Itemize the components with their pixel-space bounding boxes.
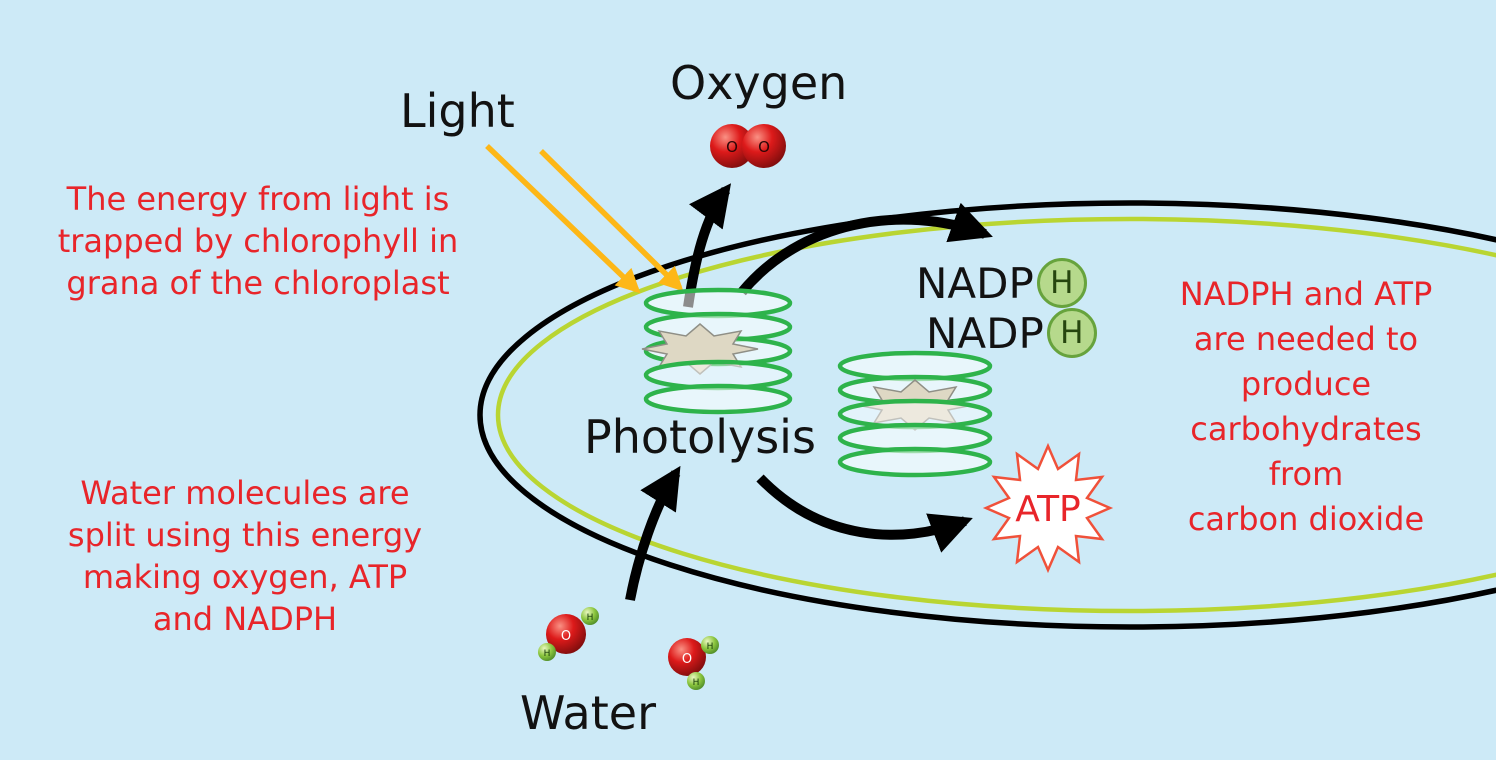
chloroplast-inner-membrane: [495, 216, 1496, 614]
water-molecule-2: O H H: [668, 636, 719, 690]
oxygen-atom-label: O: [726, 138, 738, 156]
photolysis-label: Photolysis: [584, 410, 816, 464]
granum-stack-right: [837, 350, 993, 478]
hydrogen-atom: [701, 636, 719, 654]
light-rays: [485, 144, 684, 294]
light-ray-arrow-2: [539, 149, 684, 292]
annotation-nadph-atp: NADPH and ATP are needed to produce carb…: [1179, 275, 1433, 538]
chloroplast-outer-membrane: [477, 200, 1496, 630]
atp-starburst: ATP: [982, 442, 1114, 574]
h-circle: H: [1046, 308, 1097, 358]
oxygen-atom: [546, 614, 586, 654]
hydrogen-atom-label: H: [693, 678, 700, 688]
oxygen-atom-label: O: [758, 138, 770, 156]
nadp-text: NADP: [916, 258, 1034, 308]
nadph-label-1: NADP H: [916, 258, 1087, 308]
nadp-text: NADP: [926, 308, 1044, 358]
atp-arrow: [756, 474, 973, 553]
water-label: Water: [520, 686, 656, 740]
oxygen-label: Oxygen: [670, 56, 848, 110]
atp-label: ATP: [1015, 489, 1081, 530]
oxygen-atom: [710, 124, 754, 168]
hydrogen-atom: [538, 643, 556, 661]
granum-stack-left: [641, 287, 793, 415]
hydrogen-atom-label: H: [707, 642, 714, 652]
oxygen-atom: [742, 124, 786, 168]
atp-star-shape: [982, 442, 1114, 574]
thylakoid-ring: [837, 446, 993, 478]
light-label: Light: [400, 84, 515, 138]
oxygen-atom-label: O: [561, 629, 571, 644]
annotation-water-split: Water molecules are split using this ene…: [67, 474, 423, 638]
nadph-arrow: [738, 202, 993, 296]
annotation-light-energy: The energy from light is trapped by chlo…: [57, 180, 459, 302]
thylakoid-ring: [643, 383, 793, 415]
nadph-label-2: NADP H: [926, 308, 1097, 358]
oxygen-atom: [668, 638, 706, 676]
water-molecule-1: O H H: [538, 607, 599, 661]
hydrogen-atom-label: H: [544, 649, 551, 659]
light-ray-arrow-1: [485, 144, 641, 294]
oxygen-atom-label: O: [682, 652, 692, 667]
water-arrow: [625, 465, 681, 601]
h-circle: H: [1036, 258, 1087, 308]
hydrogen-atom: [581, 607, 599, 625]
hydrogen-atom: [687, 672, 705, 690]
hydrogen-atom-label: H: [587, 613, 594, 623]
oxygen-molecule: O O: [710, 124, 786, 168]
